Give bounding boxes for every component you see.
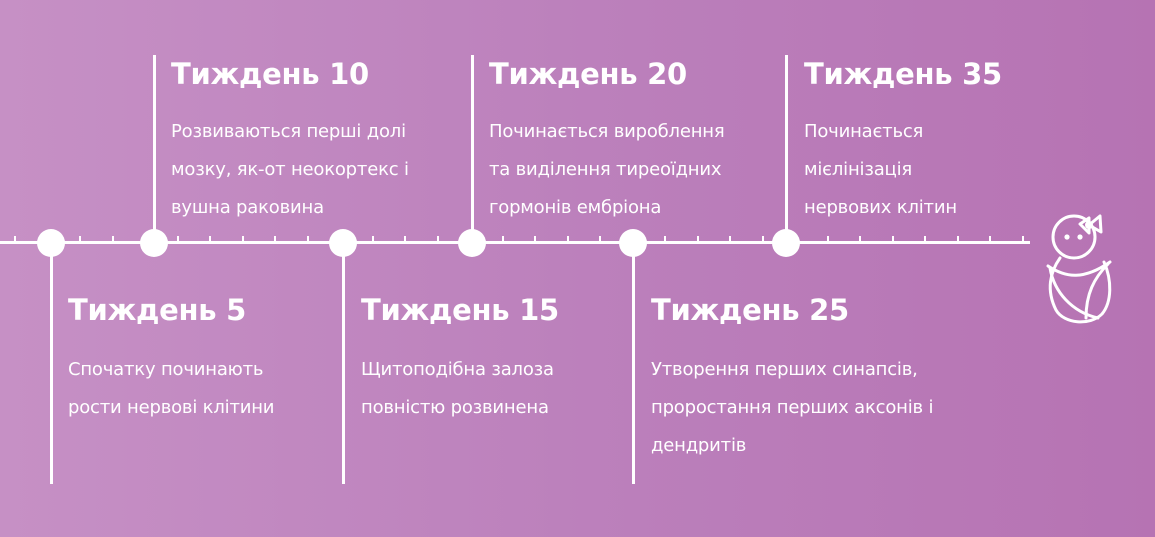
timeline-tick	[989, 236, 991, 242]
description-week-25-line-1: Утворення перших синапсів,	[651, 359, 918, 380]
timeline-tick	[534, 236, 536, 242]
timeline-tick	[664, 236, 666, 242]
description-week-5: Спочатку починають рости нервові клітини	[68, 351, 274, 427]
timeline-tick	[79, 236, 81, 242]
description-week-5-line-1: Спочатку починають	[68, 359, 264, 380]
description-week-10-line-2: мозку, як-от неокортекс і	[171, 159, 409, 180]
timeline-tick	[14, 236, 16, 242]
baby-icon	[1046, 214, 1112, 324]
description-week-15-line-1: Щитоподібна залоза	[361, 359, 554, 380]
timeline-tick	[567, 236, 569, 242]
timeline-tick	[437, 236, 439, 242]
timeline-tick	[599, 236, 601, 242]
description-week-5-line-2: рости нервові клітини	[68, 397, 275, 418]
title-week-15: Тиждень 15	[361, 293, 559, 327]
node-week-5	[37, 229, 65, 257]
description-week-25-line-2: проростання перших аксонів і	[651, 397, 934, 418]
timeline-tick	[957, 236, 959, 242]
timeline-tick	[242, 236, 244, 242]
description-week-10-line-3: вушна раковина	[171, 197, 324, 218]
connector-week-15	[342, 242, 345, 484]
title-week-10: Тиждень 10	[171, 57, 369, 91]
timeline-tick	[827, 236, 829, 242]
timeline-tick	[372, 236, 374, 242]
title-week-20: Тиждень 20	[489, 57, 687, 91]
description-week-10: Розвиваються перші долі мозку, як-от нео…	[171, 113, 409, 227]
description-week-35-line-2: мієлінізація	[804, 159, 913, 180]
timeline-tick	[729, 236, 731, 242]
timeline-tick	[859, 236, 861, 242]
timeline-tick	[762, 236, 764, 242]
title-week-35: Тиждень 35	[804, 57, 1002, 91]
node-week-10	[140, 229, 168, 257]
timeline-tick	[177, 236, 179, 242]
connector-week-10	[153, 55, 156, 243]
timeline-tick	[1022, 236, 1024, 242]
description-week-20-line-2: та виділення тиреоїдних	[489, 159, 722, 180]
node-week-35	[772, 229, 800, 257]
connector-week-5	[50, 242, 53, 484]
title-week-25: Тиждень 25	[651, 293, 849, 327]
timeline-tick	[112, 236, 114, 242]
timeline-tick	[307, 236, 309, 242]
timeline-tick	[274, 236, 276, 242]
description-week-20-line-1: Починається вироблення	[489, 121, 725, 142]
node-week-20	[458, 229, 486, 257]
description-week-25-line-3: дендритів	[651, 435, 747, 456]
node-week-25	[619, 229, 647, 257]
description-week-10-line-1: Розвиваються перші долі	[171, 121, 406, 142]
timeline-axis	[0, 241, 1030, 244]
connector-week-20	[471, 55, 474, 243]
timeline-tick	[892, 236, 894, 242]
description-week-15-line-2: повністю розвинена	[361, 397, 549, 418]
timeline-tick	[502, 236, 504, 242]
description-week-35: Починається мієлінізація нервових клітин	[804, 113, 957, 227]
description-week-35-line-1: Починається	[804, 121, 924, 142]
title-week-5: Тиждень 5	[68, 293, 246, 327]
description-week-15: Щитоподібна залоза повністю розвинена	[361, 351, 554, 427]
node-week-15	[329, 229, 357, 257]
description-week-20: Починається вироблення та виділення тире…	[489, 113, 725, 227]
connector-week-35	[785, 55, 788, 243]
description-week-25: Утворення перших синапсів, проростання п…	[651, 351, 933, 465]
connector-week-25	[632, 242, 635, 484]
timeline-tick	[697, 236, 699, 242]
description-week-20-line-3: гормонів ембріона	[489, 197, 662, 218]
description-week-35-line-3: нервових клітин	[804, 197, 957, 218]
timeline-tick	[404, 236, 406, 242]
timeline-tick	[924, 236, 926, 242]
timeline-tick	[209, 236, 211, 242]
